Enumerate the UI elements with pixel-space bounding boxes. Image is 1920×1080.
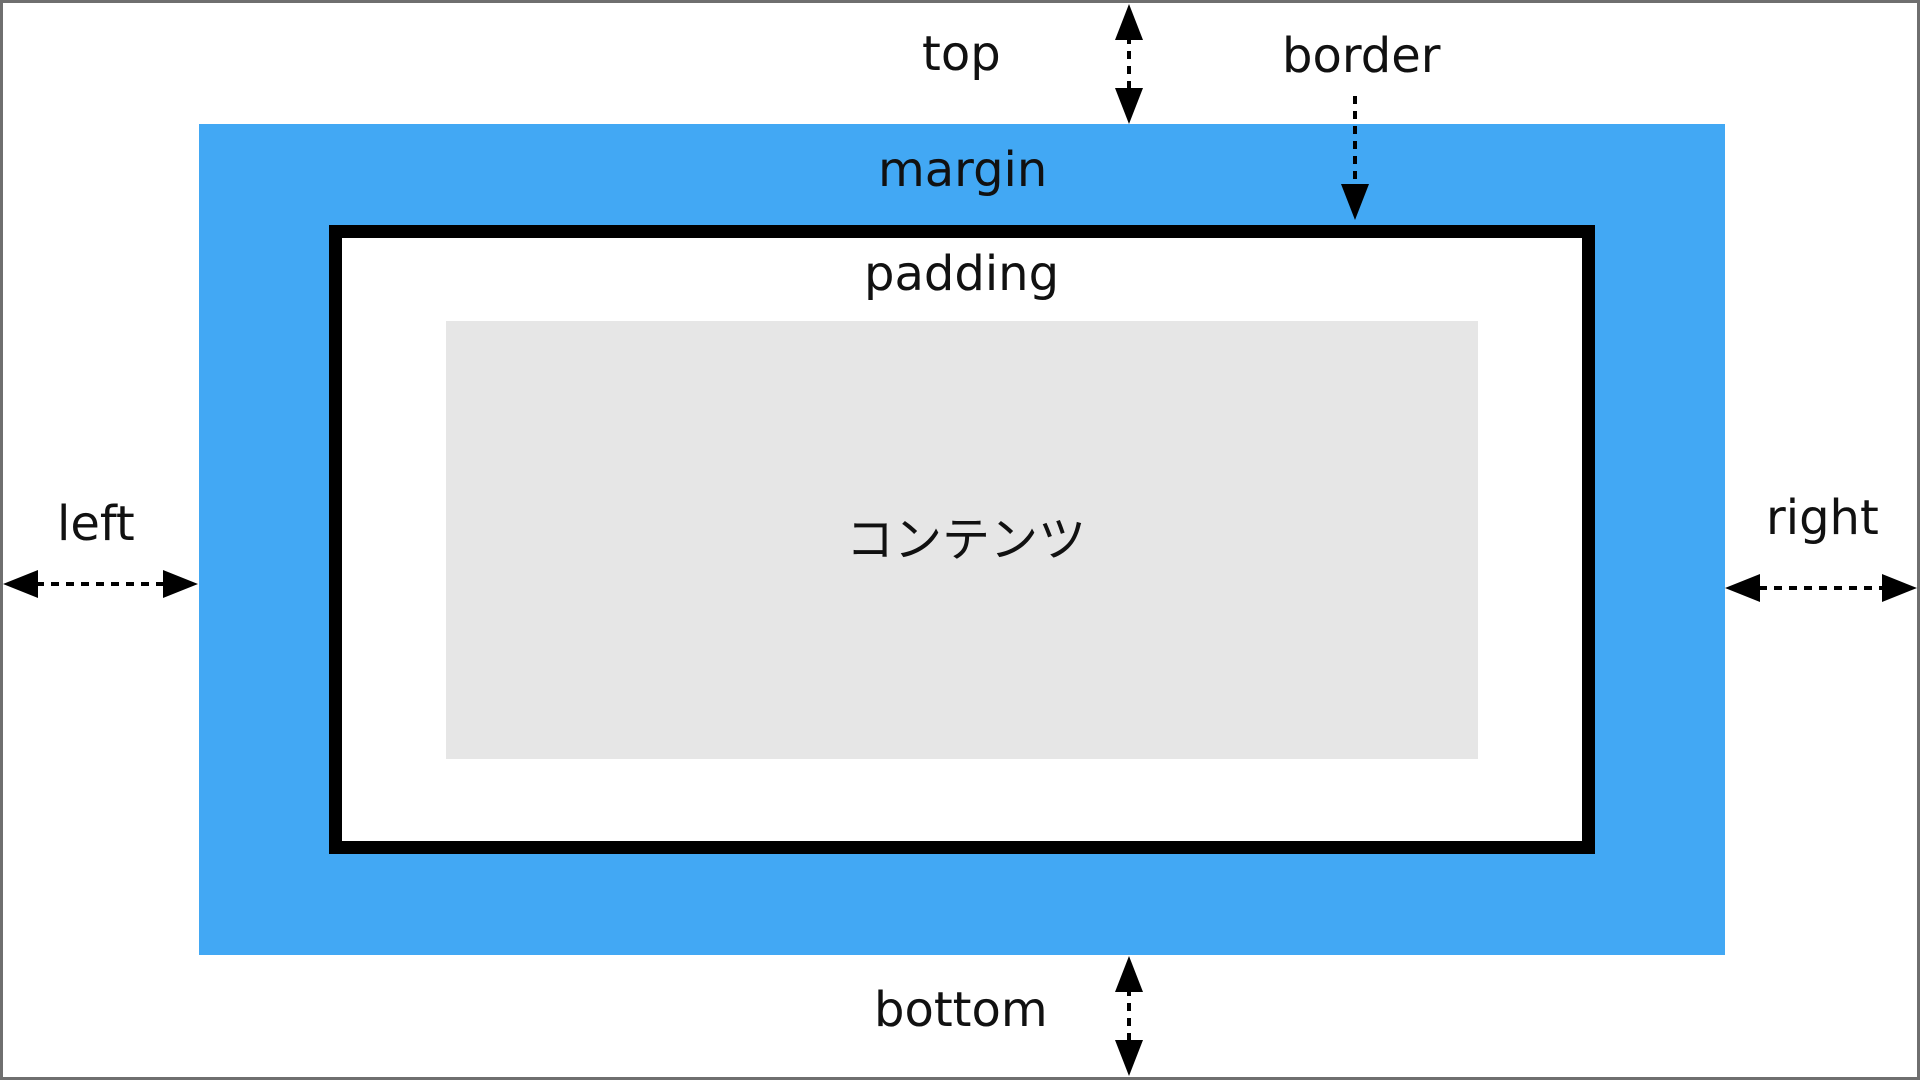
left-margin-arrow (3, 570, 198, 598)
margin-label: margin (878, 142, 1048, 198)
content-area (446, 321, 1478, 759)
bottom-label: bottom (874, 982, 1048, 1038)
border-label: border (1282, 28, 1441, 84)
border-pointer-arrow (1341, 96, 1369, 220)
top-label: top (922, 26, 1001, 82)
left-label: left (57, 496, 135, 552)
top-margin-arrow (1115, 4, 1143, 124)
padding-label: padding (864, 246, 1060, 302)
content-label: コンテンツ (846, 512, 1087, 568)
right-margin-arrow (1725, 574, 1917, 602)
right-label: right (1766, 490, 1879, 546)
bottom-margin-arrow (1115, 956, 1143, 1076)
